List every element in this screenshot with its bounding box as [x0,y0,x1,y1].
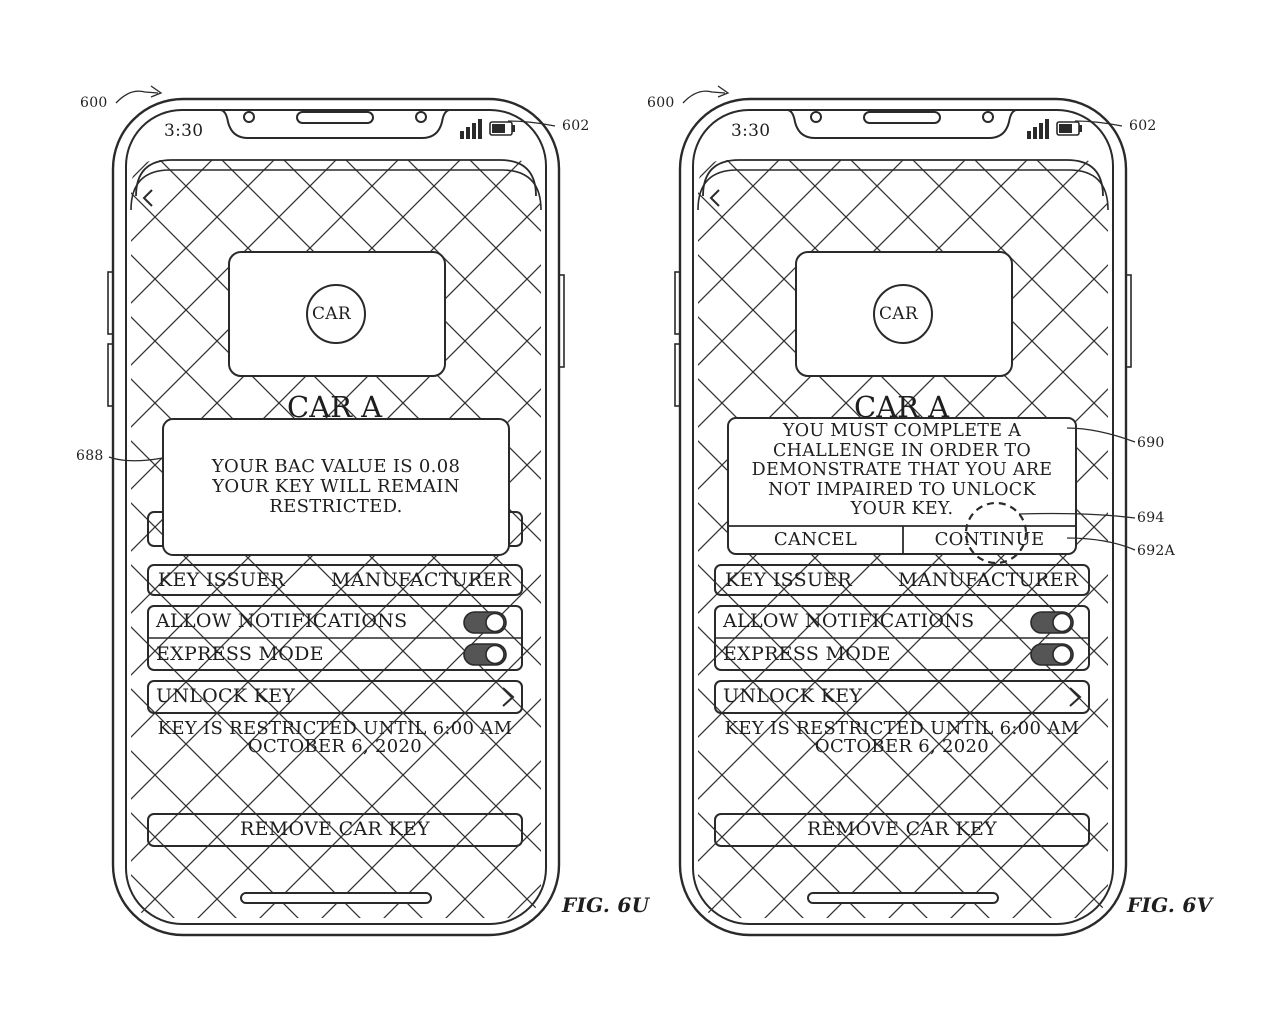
key-issuer-value: MANUFACTURER [898,569,1079,591]
challenge-dialog-message: YOU MUST COMPLETE A CHALLENGE IN ORDER T… [728,421,1076,520]
home-indicator [807,892,999,904]
dialog-line: CHALLENGE IN ORDER TO [772,440,1032,461]
unlock-key-row-box [147,680,523,714]
car-badge-circle [306,284,366,344]
dialog-line: YOU MUST COMPLETE A [782,421,1022,441]
sensor-dot [982,111,994,123]
allow-notifications-label[interactable]: ALLOW NOTIFICATIONS [156,610,408,632]
phone-drawing [107,85,565,937]
status-bar-ref-label: 602 [1129,118,1157,134]
toggle-switch-icon [1030,643,1074,666]
car-title: CAR A [287,390,383,424]
car-title: CAR A [854,390,950,424]
cancel-button[interactable]: CANCEL [773,529,858,550]
chevron-right-icon [502,687,515,707]
toggle-switch-icon [463,643,507,666]
continue-button[interactable]: CONTINUE [934,529,1045,550]
express-mode-label[interactable]: EXPRESS MODE [156,643,324,665]
volume-up-button [107,271,114,335]
device-ref-label: 600 [80,95,108,111]
bac-dialog-message: YOUR BAC VALUE IS 0.08 YOUR KEY WILL REM… [163,457,509,516]
phone-outer-frame [111,97,561,937]
status-bar-ref-label: 602 [562,118,590,134]
side-button [1125,274,1132,368]
car-badge-circle [873,284,933,344]
bac-dialog-box [162,418,510,556]
notch [786,109,1018,139]
key-issuer-label: KEY ISSUER [158,569,286,591]
battery-icon [489,121,515,136]
restriction-message: KEY IS RESTRICTED UNTIL 6:00 AM OCTOBER … [715,720,1089,756]
toggle-switch-icon [463,611,507,634]
car-badge-label: CAR [879,304,918,324]
dialog-ref-label: 688 [76,448,104,464]
remove-key-box [714,813,1090,847]
status-time: 3:30 [164,121,204,141]
battery-icon [1056,121,1082,136]
dialog-line: YOUR KEY. [850,499,954,520]
restriction-message: KEY IS RESTRICTED UNTIL 6:00 AM OCTOBER … [148,720,522,756]
notch [219,109,451,139]
remove-car-key-button[interactable]: REMOVE CAR KEY [807,818,997,840]
key-issuer-label: KEY ISSUER [725,569,853,591]
volume-up-button [674,271,681,335]
figure-6v: 600 602 690 694 692A 3:30 CAR CAR A YOU … [567,0,1212,1010]
volume-down-button [107,343,114,407]
speaker-slot [296,111,374,124]
phone-screen-edge [692,109,1114,925]
restriction-line: OCTOBER 6, 2020 [247,736,423,757]
dialog-line: YOUR KEY WILL REMAIN [212,475,460,497]
key-issuer-row-box [714,564,1090,596]
back-chevron-icon [709,189,720,207]
figure-6u: 600 602 688 3:30 CAR CAR A YOUR BAC VALU… [76,85,649,937]
touch-indicator-icon [964,501,1028,565]
back-chevron-icon [142,189,153,207]
status-time: 3:30 [731,121,771,141]
dialog-line: NOT IMPAIRED TO UNLOCK [768,479,1036,500]
dialog-line: DEMONSTRATE THAT YOU ARE [751,460,1053,481]
dialog-ref-label: 690 [1137,435,1165,451]
remove-key-box [147,813,523,847]
restriction-line: KEY IS RESTRICTED UNTIL 6:00 AM [157,718,513,739]
unlock-key-row-box [714,680,1090,714]
continue-ref-label: 692A [1137,543,1176,559]
figure-label: FIG. 6V [1127,893,1213,917]
unlock-key-button[interactable]: UNLOCK KEY [156,685,296,707]
signal-bars-icon [1027,119,1049,139]
remove-car-key-button[interactable]: REMOVE CAR KEY [240,818,430,840]
restriction-line: OCTOBER 6, 2020 [814,736,990,757]
phone-screen-edge [125,109,547,925]
allow-notifications-label[interactable]: ALLOW NOTIFICATIONS [723,610,975,632]
car-badge-label: CAR [312,304,351,324]
side-button [558,274,565,368]
home-indicator [240,892,432,904]
chevron-right-icon [1069,687,1082,707]
dialog-line: YOUR BAC VALUE IS 0.08 [211,456,461,477]
camera-dot [810,111,822,123]
volume-down-button [674,343,681,407]
touch-ref-label: 694 [1137,510,1165,526]
dialog-line: RESTRICTED. [269,495,403,517]
camera-dot [243,111,255,123]
toggle-switch-icon [1030,611,1074,634]
challenge-dialog-box [727,417,1077,555]
phone-drawing [674,85,1136,937]
speaker-slot [863,111,941,124]
device-ref-label: 600 [647,95,675,111]
restriction-line: KEY IS RESTRICTED UNTIL 6:00 AM [724,718,1080,739]
unlock-key-button[interactable]: UNLOCK KEY [723,685,863,707]
key-issuer-value: MANUFACTURER [331,569,512,591]
signal-bars-icon [460,119,482,139]
key-issuer-row-box [147,564,523,596]
figure-label: FIG. 6U [562,893,650,917]
express-mode-label[interactable]: EXPRESS MODE [723,643,891,665]
sensor-dot [415,111,427,123]
